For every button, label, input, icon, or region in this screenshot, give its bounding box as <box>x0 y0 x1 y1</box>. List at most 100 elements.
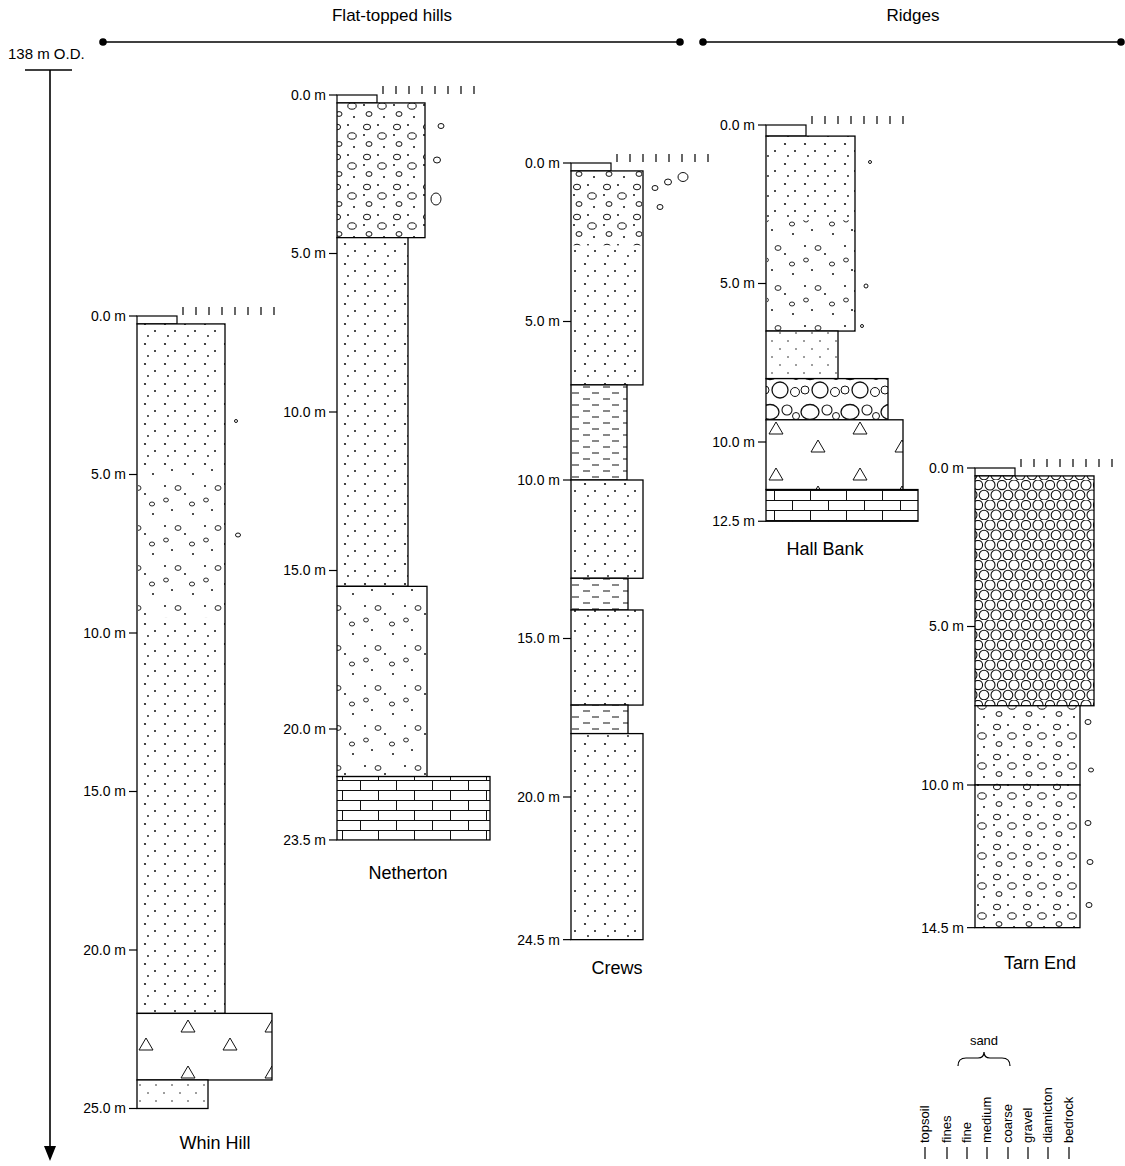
sand-brace <box>958 1052 1010 1066</box>
grass-tick <box>1046 459 1047 467</box>
unit-subfill <box>138 468 224 617</box>
log-column <box>129 307 274 1109</box>
log-name: Hall Bank <box>786 539 863 560</box>
depth-tick <box>129 1108 137 1109</box>
log-name-box: Whin Hill <box>175 1131 254 1156</box>
topsoil-layer <box>337 95 377 103</box>
grass-tick <box>1059 459 1060 467</box>
depth-label: 12.5 m <box>712 513 755 529</box>
unit-outline <box>571 480 643 578</box>
grass-tick <box>260 307 261 315</box>
unit-fill <box>975 785 1080 928</box>
unit-fill <box>571 705 628 734</box>
unit-fill <box>137 1080 208 1109</box>
depth-label: 0.0 m <box>91 308 126 324</box>
grass-tick <box>629 154 630 162</box>
depth-tick <box>967 626 975 627</box>
grass-tick <box>208 307 209 315</box>
depth-label: 10.0 m <box>83 625 126 641</box>
unit-outline <box>337 777 490 840</box>
depth-label: 20.0 m <box>517 789 560 805</box>
unit-outline <box>137 1080 208 1109</box>
depth-tick <box>329 570 337 571</box>
legend-label: topsoil <box>917 1105 932 1143</box>
unit-fill <box>337 777 490 840</box>
unit-outline <box>137 1013 272 1080</box>
topsoil-layer <box>137 316 177 324</box>
topsoil-layer <box>766 125 806 136</box>
depth-tick <box>758 441 766 442</box>
depth-label: 0.0 m <box>525 155 560 171</box>
legend-entry: medium <box>980 1097 995 1143</box>
legend-label: bedrock <box>1061 1097 1076 1143</box>
grass-tick <box>234 307 235 315</box>
log-name: Crews <box>591 958 642 979</box>
depth-axis <box>25 70 72 1161</box>
log-name-box: Crews <box>587 956 646 981</box>
grass-tick <box>395 86 396 94</box>
depth-label: 14.5 m <box>921 920 964 936</box>
unit-subfill <box>767 220 854 331</box>
grass-tick <box>1020 459 1021 467</box>
unit-fill <box>766 331 838 379</box>
legend-tick <box>924 1147 925 1159</box>
grass-tick <box>1072 459 1073 467</box>
grass-tick <box>668 154 669 162</box>
legend-entry: fine <box>960 1122 975 1143</box>
depth-tick <box>329 94 337 95</box>
depth-label: 15.0 m <box>283 562 326 578</box>
depth-tick <box>758 283 766 284</box>
group-heading: Flat-topped hills <box>332 6 452 26</box>
legend-entry: topsoil <box>918 1105 933 1143</box>
unit-outline <box>571 705 628 734</box>
unit-outline <box>337 238 408 587</box>
depth-label: 10.0 m <box>283 404 326 420</box>
grass-tick <box>1111 459 1112 467</box>
unit-fill <box>571 578 628 610</box>
grass-tick <box>473 86 474 94</box>
depth-tick <box>967 467 975 468</box>
depth-label: 15.0 m <box>83 783 126 799</box>
unit-fill <box>137 324 225 1013</box>
unit-fill <box>766 379 888 420</box>
unit-fill <box>337 103 425 238</box>
grass-tick <box>837 116 838 124</box>
legend-label: gravel <box>1020 1108 1035 1143</box>
legend-label: fine <box>959 1122 974 1143</box>
grass-tick <box>655 154 656 162</box>
unit-fill <box>137 1013 272 1080</box>
depth-tick <box>129 632 137 633</box>
legend-entry: gravel <box>1021 1108 1036 1143</box>
depth-tick <box>329 411 337 412</box>
unit-fill <box>571 610 643 705</box>
grass-tick <box>824 116 825 124</box>
log-name-box: Hall Bank <box>782 537 867 562</box>
grass-tick <box>850 116 851 124</box>
topsoil-layer <box>975 468 1015 476</box>
grass-tick <box>408 86 409 94</box>
grass-tick <box>616 154 617 162</box>
depth-tick <box>967 927 975 928</box>
depth-tick <box>129 791 137 792</box>
depth-tick <box>329 839 337 840</box>
legend-label: diamicton <box>1040 1087 1055 1143</box>
depth-label: 10.0 m <box>921 777 964 793</box>
depth-tick <box>329 253 337 254</box>
grass-tick <box>642 154 643 162</box>
depth-label: 0.0 m <box>291 87 326 103</box>
legend-entry: bedrock <box>1062 1097 1077 1143</box>
unit-outline <box>766 420 903 490</box>
depth-label: 20.0 m <box>83 942 126 958</box>
grass-tick <box>681 154 682 162</box>
legend-tick <box>1047 1147 1048 1159</box>
unit-outline <box>766 379 888 420</box>
legend-label: coarse <box>1000 1104 1015 1143</box>
log-column <box>967 459 1112 928</box>
depth-label: 10.0 m <box>517 472 560 488</box>
grain-size-group: sand <box>970 1034 998 1049</box>
log-column <box>329 86 490 840</box>
depth-label: 5.0 m <box>291 245 326 261</box>
unit-outline <box>571 610 643 705</box>
legend-tick <box>1027 1147 1028 1159</box>
